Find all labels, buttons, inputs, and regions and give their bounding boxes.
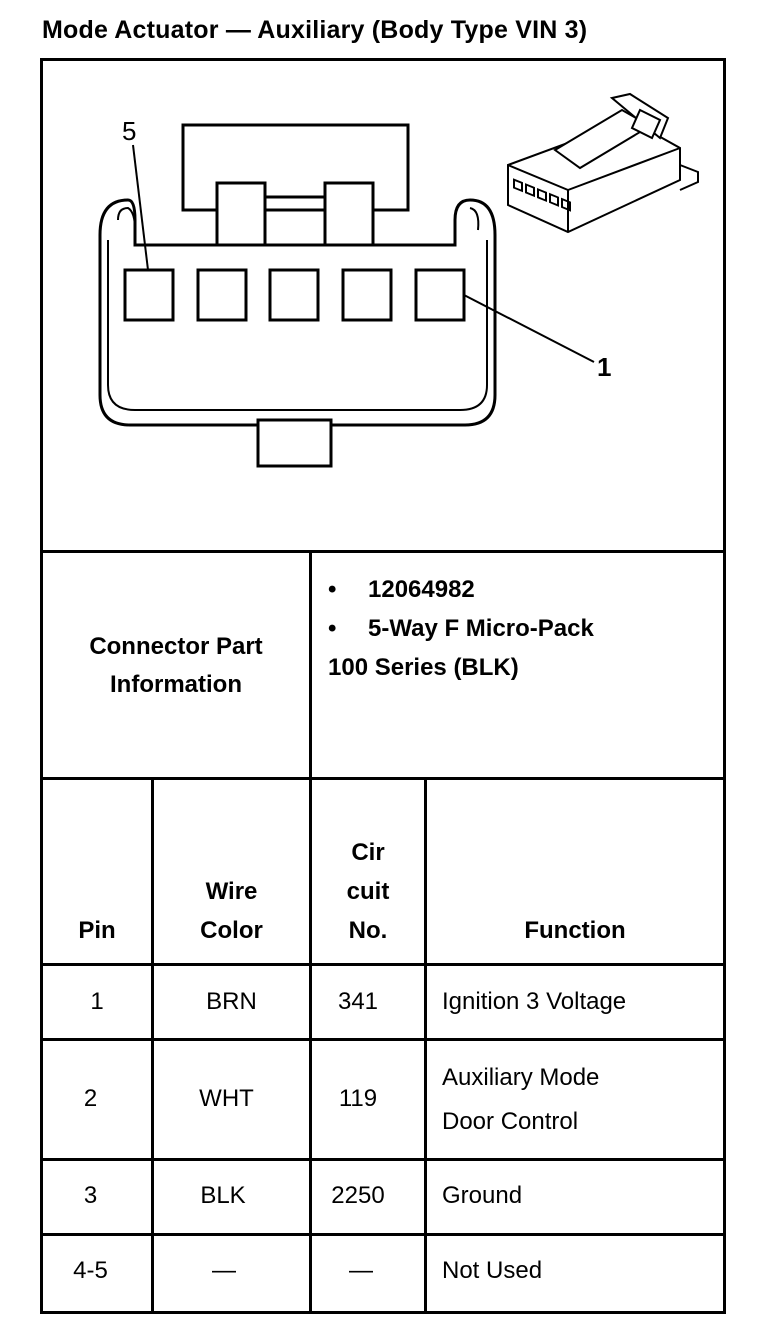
row3-pin: 3	[83, 1182, 98, 1209]
callout-leader-1	[463, 294, 595, 363]
row4-pin: 4-5	[73, 1257, 108, 1284]
connector-series: 100 Series (BLK)	[328, 654, 519, 681]
callout-leader-5	[132, 144, 149, 271]
connector-part-label: Connector Part Information	[89, 633, 263, 698]
row-divider-1	[40, 1038, 726, 1041]
row2-pin: 2	[83, 1085, 98, 1112]
bullet-glyph: •	[328, 615, 337, 642]
connector-body	[98, 198, 497, 427]
connector-desc-line: • 5-Way F Micro-Pack	[328, 609, 594, 648]
row4-circuit: —	[349, 1257, 373, 1284]
pin-cavity-3	[268, 268, 320, 322]
callout-pin-1: 1	[597, 352, 612, 382]
col-divider-1	[151, 777, 154, 1314]
pin-cavity-5	[123, 268, 175, 322]
pin-cavity-2	[341, 268, 393, 322]
row-divider-3	[40, 1233, 726, 1236]
row3-function: Ground	[442, 1182, 523, 1209]
row3-wire: BLK	[200, 1182, 246, 1209]
header-pin: Pin	[78, 917, 116, 944]
connector-desc: 5-Way F Micro-Pack	[368, 615, 594, 642]
row4-wire: —	[212, 1257, 236, 1284]
header-wire-color: Wire Color	[200, 878, 263, 944]
row1-pin: 1	[90, 988, 104, 1015]
connector-3d-illustration	[507, 92, 699, 234]
row1-function: Ignition 3 Voltage	[442, 988, 627, 1015]
part-number-line: • 12064982	[328, 570, 594, 609]
row3-circuit: 2250	[331, 1182, 385, 1209]
connector-part-info: • 12064982 • 5-Way F Micro-Pack 100 Series…	[328, 570, 594, 687]
col-divider-2	[309, 777, 312, 1314]
row2-function: Auxiliary Mode Door Control	[442, 1064, 600, 1135]
page-title: Mode Actuator — Auxiliary (Body Type VIN…	[42, 16, 588, 44]
header-circuit-no: Cir cuit No.	[346, 839, 390, 944]
col-divider-3	[424, 777, 427, 1314]
row2-wire: WHT	[199, 1085, 254, 1112]
row-divider-header	[40, 963, 726, 966]
pin-cavity-4	[196, 268, 248, 322]
row-divider-2	[40, 1158, 726, 1161]
latch-housing	[181, 123, 410, 250]
header-function: Function	[524, 917, 626, 944]
row1-circuit: 341	[337, 988, 379, 1015]
part-number: 12064982	[368, 576, 475, 603]
divider-connector-info	[309, 550, 312, 780]
callout-pin-5: 5	[122, 116, 137, 146]
bullet-glyph: •	[328, 576, 337, 603]
connector-table-frame	[40, 58, 726, 1314]
connector-bottom-tab	[256, 418, 333, 468]
divider-diagram	[40, 550, 726, 553]
row1-wire: BRN	[206, 988, 257, 1015]
row2-circuit: 119	[338, 1085, 378, 1112]
row4-function: Not Used	[442, 1257, 543, 1284]
connector-diagram	[98, 92, 699, 468]
divider-info	[40, 777, 726, 780]
